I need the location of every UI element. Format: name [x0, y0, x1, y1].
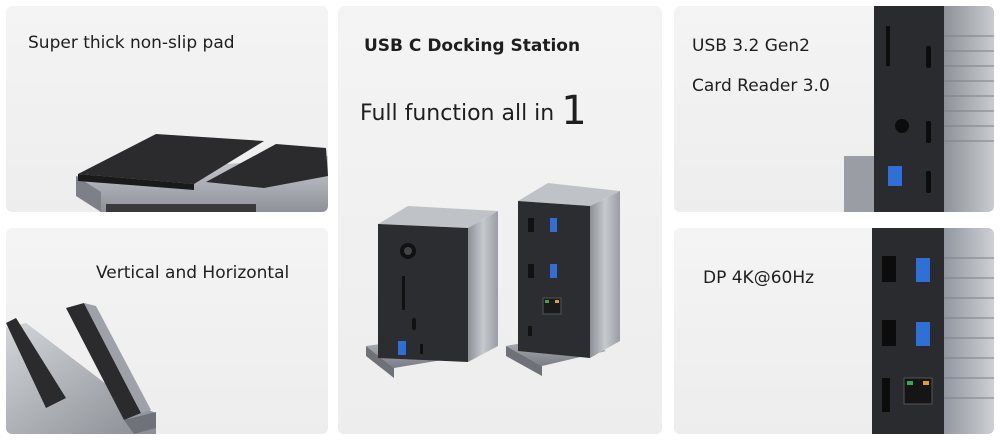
- dp-caption: DP 4K@60Hz: [703, 268, 815, 288]
- left-dock-unit: [366, 206, 498, 378]
- subtitle-number: 1: [561, 88, 587, 134]
- panel-card-reader: USB 3.2 Gen2 Card Reader 3.0: [674, 6, 994, 212]
- panel-display-port: DP 4K@60Hz: [674, 228, 994, 434]
- display-port-closeup: [872, 228, 994, 434]
- panel-vertical-horizontal: Vertical and Horizontal: [6, 228, 328, 434]
- right-dock-unit: [506, 183, 620, 376]
- product-subtitle: Full function all in 1: [360, 86, 587, 136]
- docking-station-pair-illustration: [366, 183, 620, 378]
- stand-pad-illustration: [76, 134, 328, 212]
- product-title: USB C Docking Station: [364, 36, 581, 56]
- subtitle-text: Full function all in: [360, 101, 555, 126]
- panel-non-slip-pad: Super thick non-slip pad: [6, 6, 328, 212]
- stand-side-illustration: [6, 303, 156, 434]
- card-reader-closeup: [844, 6, 994, 212]
- panel-docking-station: USB C Docking Station Full function all …: [338, 6, 662, 434]
- vertical-caption: Vertical and Horizontal: [96, 263, 290, 283]
- card-reader-line-2: Card Reader 3.0: [692, 76, 830, 96]
- pad-caption: Super thick non-slip pad: [28, 33, 235, 53]
- card-reader-line-1: USB 3.2 Gen2: [692, 36, 810, 56]
